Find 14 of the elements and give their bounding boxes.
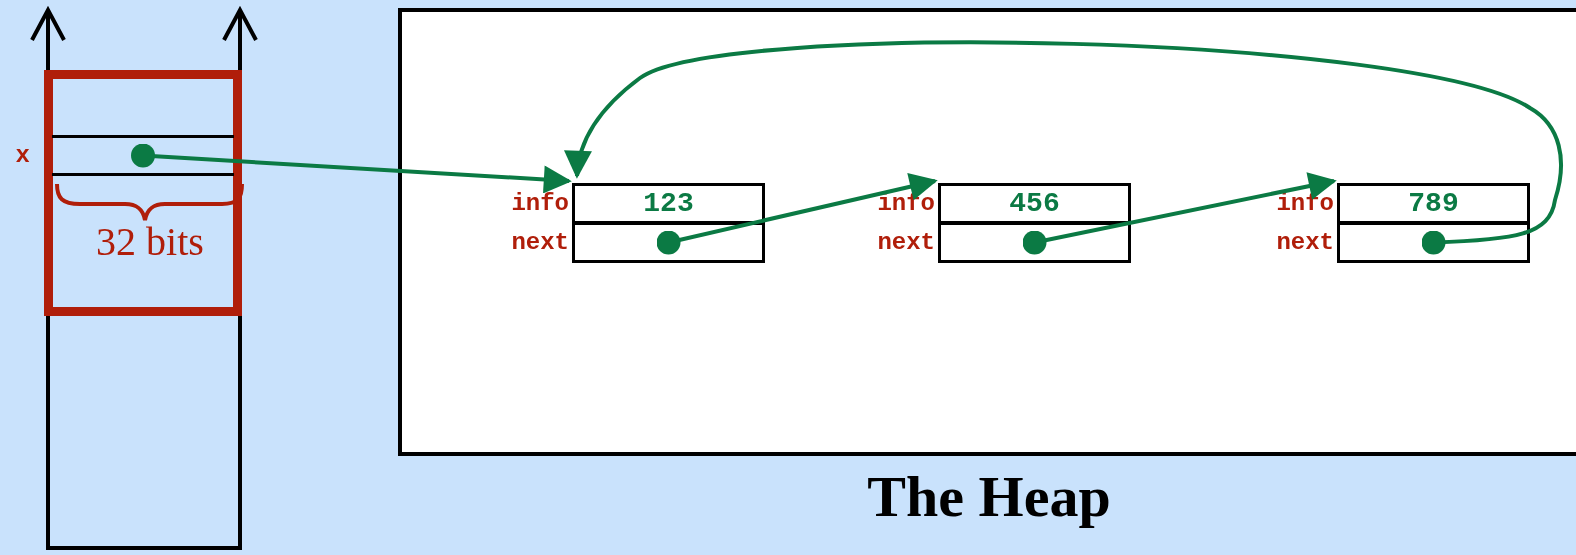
field-value: 789 xyxy=(1408,189,1459,218)
field-name: next xyxy=(1276,230,1334,255)
field-name: next xyxy=(877,230,935,255)
field-value: 456 xyxy=(1009,189,1060,218)
pointer-arrow xyxy=(1022,172,1337,255)
bit-width-label: 32 bits xyxy=(95,222,205,262)
field-name: x xyxy=(15,143,30,168)
field-value: 123 xyxy=(643,189,694,218)
field-name: info xyxy=(511,191,569,216)
field-name: next xyxy=(511,230,569,255)
heap-title: The Heap xyxy=(866,468,1112,526)
pointer-arrow xyxy=(564,40,1563,255)
pointer-arrow xyxy=(131,143,572,194)
pointer-arrow xyxy=(656,173,938,255)
